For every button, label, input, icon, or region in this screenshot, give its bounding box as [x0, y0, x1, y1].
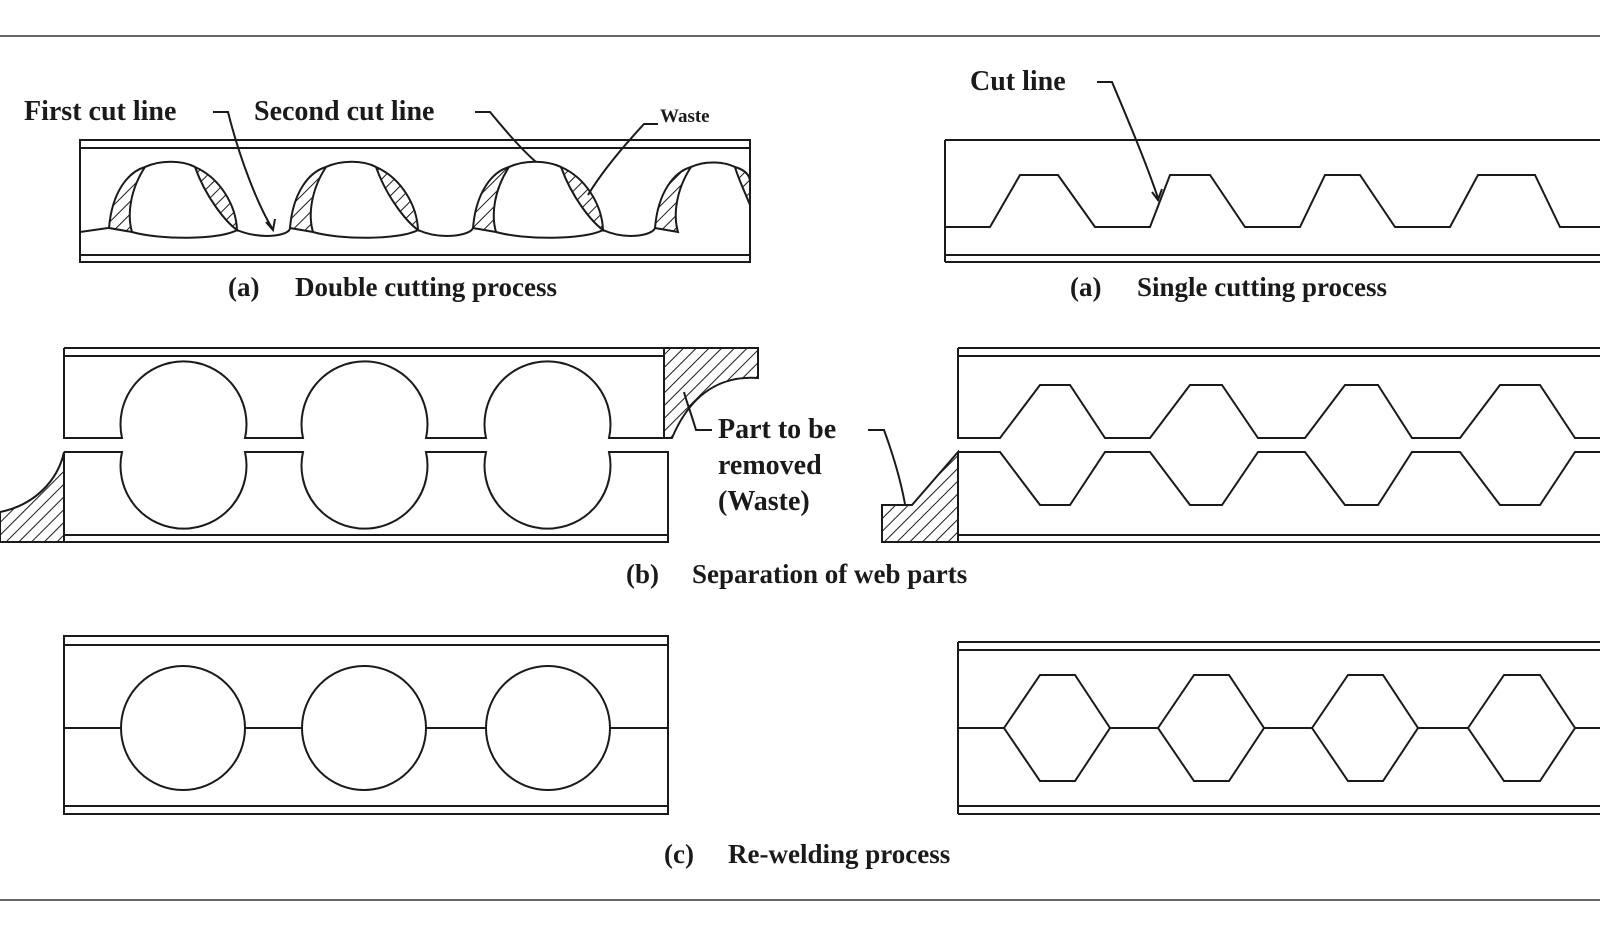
waste-leader: [587, 123, 658, 196]
caption-text: Single cutting process: [1137, 272, 1387, 302]
second-cut-line-label: Second cut line: [254, 96, 434, 127]
hexagonal-opening: [1156, 674, 1266, 782]
waste-annotation: Part to be removed (Waste): [683, 391, 907, 517]
circular-opening: [120, 665, 246, 791]
circular-opening: [301, 665, 427, 791]
first-cut-line-leader: [213, 111, 273, 229]
caption-text: Re-welding process: [728, 839, 950, 869]
waste-paren-label: (Waste): [718, 486, 810, 517]
second-cut-line-leader: [475, 111, 537, 163]
waste-bottom-left: [0, 451, 65, 543]
hexagonal-opening: [1002, 674, 1112, 782]
first-cut-line-curve: [79, 227, 656, 239]
waste-leader-right: [868, 429, 907, 511]
waste-label: Waste: [660, 106, 710, 127]
beam-outline: [79, 139, 751, 263]
rewelding-circular-panel: [63, 635, 669, 815]
hexagonal-opening: [1466, 674, 1577, 782]
waste-leader-left: [683, 391, 712, 431]
caption-letter: (b): [626, 559, 659, 589]
waste-lens: [471, 165, 512, 234]
caption-letter: (a): [228, 272, 259, 302]
waste-lens: [288, 165, 329, 234]
separation-circular-panel: [0, 347, 759, 543]
rewelding-hexagonal-panel: [957, 641, 1600, 815]
waste-bottom-left: [881, 449, 959, 543]
removed-label: removed: [718, 450, 822, 481]
caption-letter: (c): [664, 839, 694, 869]
cut-line-leader: [1097, 81, 1159, 199]
waste-lens: [374, 165, 420, 233]
waste-lens: [653, 165, 694, 234]
waste-top-right: [663, 347, 759, 439]
caption-text: Separation of web parts: [692, 559, 967, 589]
first-cut-line-label: First cut line: [24, 96, 176, 127]
waste-lens: [559, 165, 605, 233]
waste-lens: [733, 165, 751, 206]
waste-lens: [107, 165, 148, 234]
caption-letter: (a): [1070, 272, 1101, 302]
separation-hexagonal-panel: [881, 347, 1600, 543]
caption-text: Double cutting process: [295, 272, 557, 302]
hexagonal-opening: [1310, 674, 1420, 782]
waste-lens: [193, 165, 239, 233]
cut-line-label: Cut line: [970, 66, 1066, 97]
part-to-be-label: Part to be: [718, 414, 836, 445]
single-cutting-panel: Cut line (a) Single cutting process: [944, 66, 1600, 302]
circular-opening: [485, 665, 611, 791]
double-cutting-panel: First cut line Second cut line Waste (a)…: [24, 96, 751, 302]
trapezoid-cut-line: [945, 174, 1600, 228]
